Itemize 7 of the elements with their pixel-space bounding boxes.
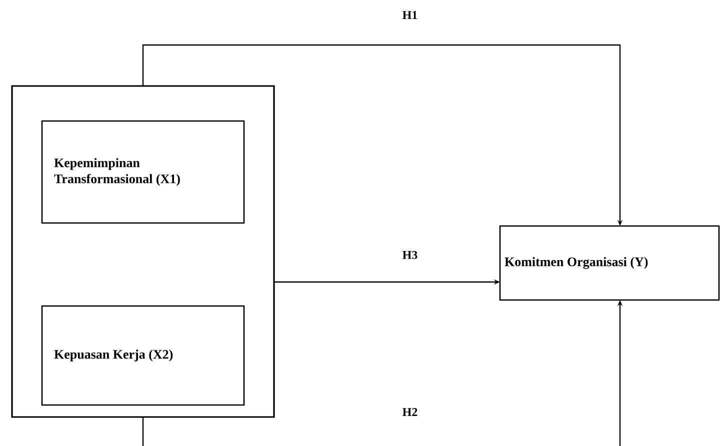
group-box [11,85,275,418]
concept-box: Komitmen Organisasi (Y) [499,225,720,301]
edge-label: H2 [401,407,419,417]
edge-label: H1 [401,10,419,20]
concept-box: Kepuasan Kerja (X2) [41,305,245,406]
edge-label: H3 [401,250,419,260]
concept-box: Kepemimpinan Transformasional (X1) [41,120,245,224]
